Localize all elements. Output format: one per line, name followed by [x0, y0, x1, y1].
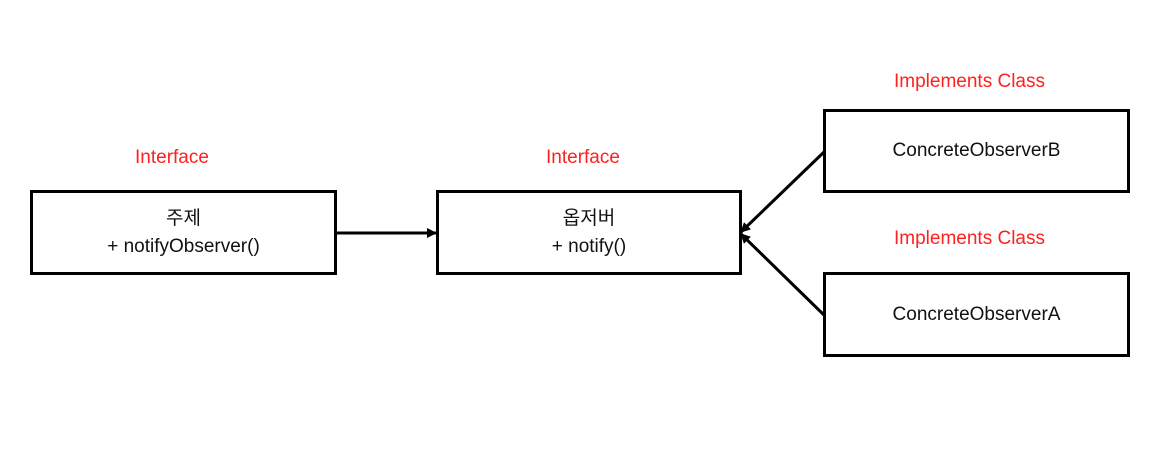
concrete-observer-b-name: ConcreteObserverB	[892, 140, 1061, 161]
concrete-observer-b-box: ConcreteObserverB	[823, 109, 1130, 193]
subject-name: 주제	[166, 207, 201, 229]
subject-stereotype-label: Interface	[135, 147, 209, 168]
subject-interface-box: 주제 + notifyObserver()	[30, 190, 337, 275]
observer-name: 옵저버	[562, 207, 616, 229]
concrete-observer-a-name: ConcreteObserverA	[892, 303, 1061, 325]
concrete-a-stereotype-label: Implements Class	[894, 228, 1045, 249]
observer-method: + notify()	[551, 235, 627, 257]
observer-stereotype-label: Interface	[546, 147, 620, 168]
concrete-b-to-observer-arrow	[739, 150, 826, 234]
concrete-b-stereotype-label: Implements Class	[894, 71, 1045, 92]
concrete-observer-a-box: ConcreteObserverA	[823, 272, 1130, 357]
subject-method: + notifyObserver()	[107, 235, 260, 257]
observer-interface-box: 옵저버 + notify()	[436, 190, 742, 275]
concrete-a-to-observer-arrow	[739, 232, 826, 317]
